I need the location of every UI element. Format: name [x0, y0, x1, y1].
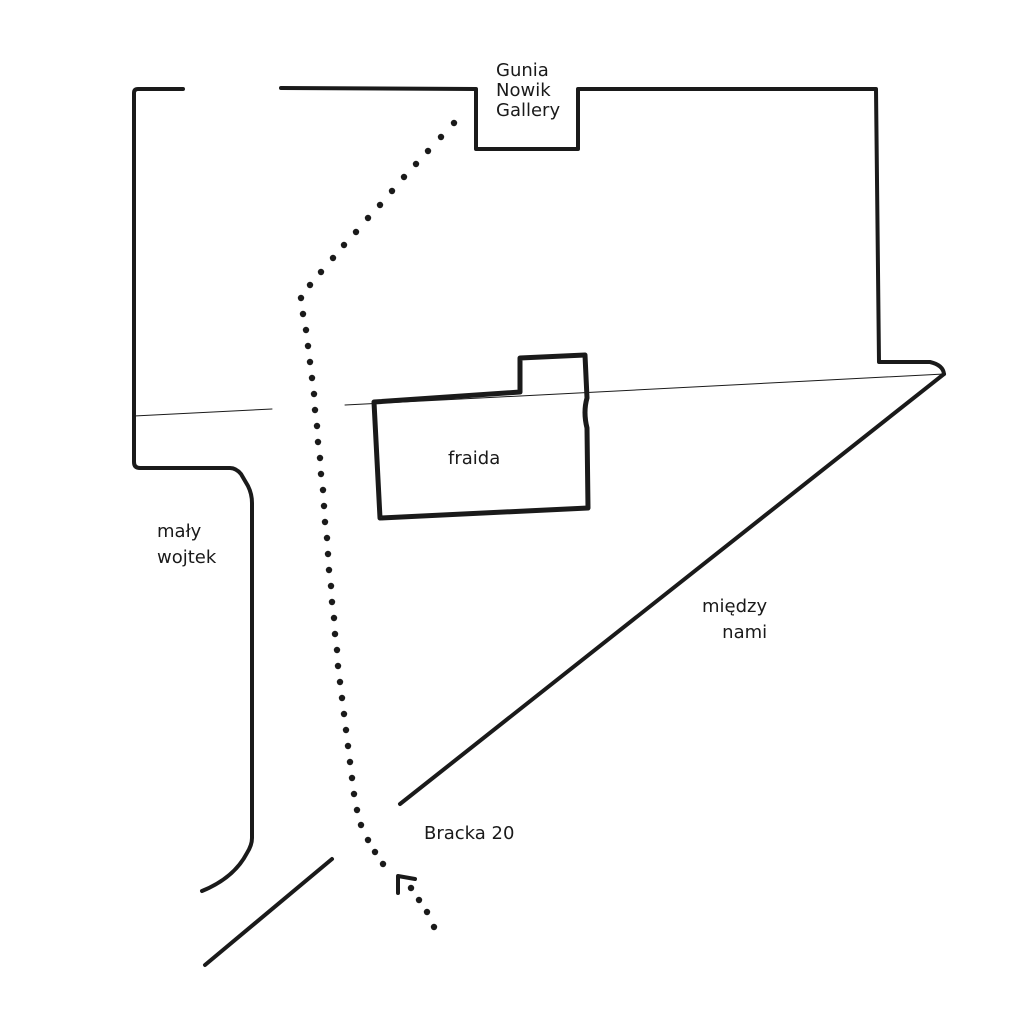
route-dot — [299, 310, 307, 318]
route-dot — [306, 281, 314, 289]
route-dot — [340, 710, 348, 718]
route-dot — [376, 201, 384, 209]
route-dot — [317, 268, 325, 276]
route-dot — [316, 454, 324, 462]
route-dot — [407, 884, 415, 892]
gallery-label-line: Gunia — [496, 60, 549, 81]
route-dot — [320, 502, 328, 510]
bracka-20-label: Bracka 20 — [424, 823, 515, 844]
building-top-wall — [279, 86, 946, 376]
miedzy-nami-label: między nami — [702, 594, 767, 646]
route-dot — [336, 678, 344, 686]
route-dot — [415, 896, 423, 904]
route-dot — [327, 582, 335, 590]
route-dot — [437, 133, 445, 141]
fraida-label: fraida — [448, 448, 501, 469]
gallery-label-line: Gallery — [496, 100, 561, 121]
street-edge-diagonal — [398, 372, 946, 806]
route-dot — [340, 241, 348, 249]
route-dot — [423, 908, 431, 916]
miedzy-nami-label-line: nami — [722, 622, 768, 643]
route-dot — [430, 923, 438, 931]
route-dot — [424, 147, 432, 155]
route-dot — [302, 326, 310, 334]
route-dot — [323, 534, 331, 542]
maly-wojtek-label-line: mały — [157, 521, 202, 542]
route-dot — [364, 836, 372, 844]
gallery-label-line: Nowik — [496, 80, 551, 101]
route-dot — [311, 406, 319, 414]
route-dot — [357, 821, 365, 829]
route-dot — [328, 598, 336, 606]
route-dot — [329, 254, 337, 262]
route-dot — [308, 374, 316, 382]
route-dot — [304, 342, 312, 350]
route-dot — [342, 726, 350, 734]
route-dot — [333, 646, 341, 654]
route-dot — [324, 550, 332, 558]
route-dot — [346, 758, 354, 766]
street-edge-lower — [203, 857, 334, 967]
route-path — [297, 119, 458, 931]
route-dot — [338, 694, 346, 702]
route-dot — [314, 438, 322, 446]
entrance-marker-icon — [396, 874, 417, 895]
route-dot — [412, 160, 420, 168]
route-dot — [353, 806, 361, 814]
route-dot — [350, 790, 358, 798]
fraida-building — [371, 352, 591, 521]
route-dot — [321, 518, 329, 526]
maly-wojtek-label: mały wojtek — [157, 519, 216, 571]
route-dot — [317, 470, 325, 478]
gallery-label: Gunia Nowik Gallery — [496, 61, 560, 121]
route-dot — [348, 774, 356, 782]
maly-wojtek-label-line: wojtek — [157, 547, 217, 568]
miedzy-nami-label-line: między — [702, 596, 768, 617]
route-dot — [352, 228, 360, 236]
route-dot — [310, 390, 318, 398]
route-dot — [379, 860, 387, 868]
property-line — [133, 408, 273, 417]
route-dot — [331, 630, 339, 638]
route-dot — [297, 294, 305, 302]
route-dot — [450, 119, 458, 127]
route-dot — [364, 214, 372, 222]
route-dot — [325, 566, 333, 574]
route-dot — [371, 848, 379, 856]
building-outline — [132, 87, 254, 893]
property-line — [344, 373, 945, 406]
route-dot — [306, 358, 314, 366]
route-dot — [400, 173, 408, 181]
route-dot — [313, 422, 321, 430]
route-dot — [388, 187, 396, 195]
route-dot — [319, 486, 327, 494]
route-dot — [334, 662, 342, 670]
route-dot — [330, 614, 338, 622]
route-dot — [344, 742, 352, 750]
